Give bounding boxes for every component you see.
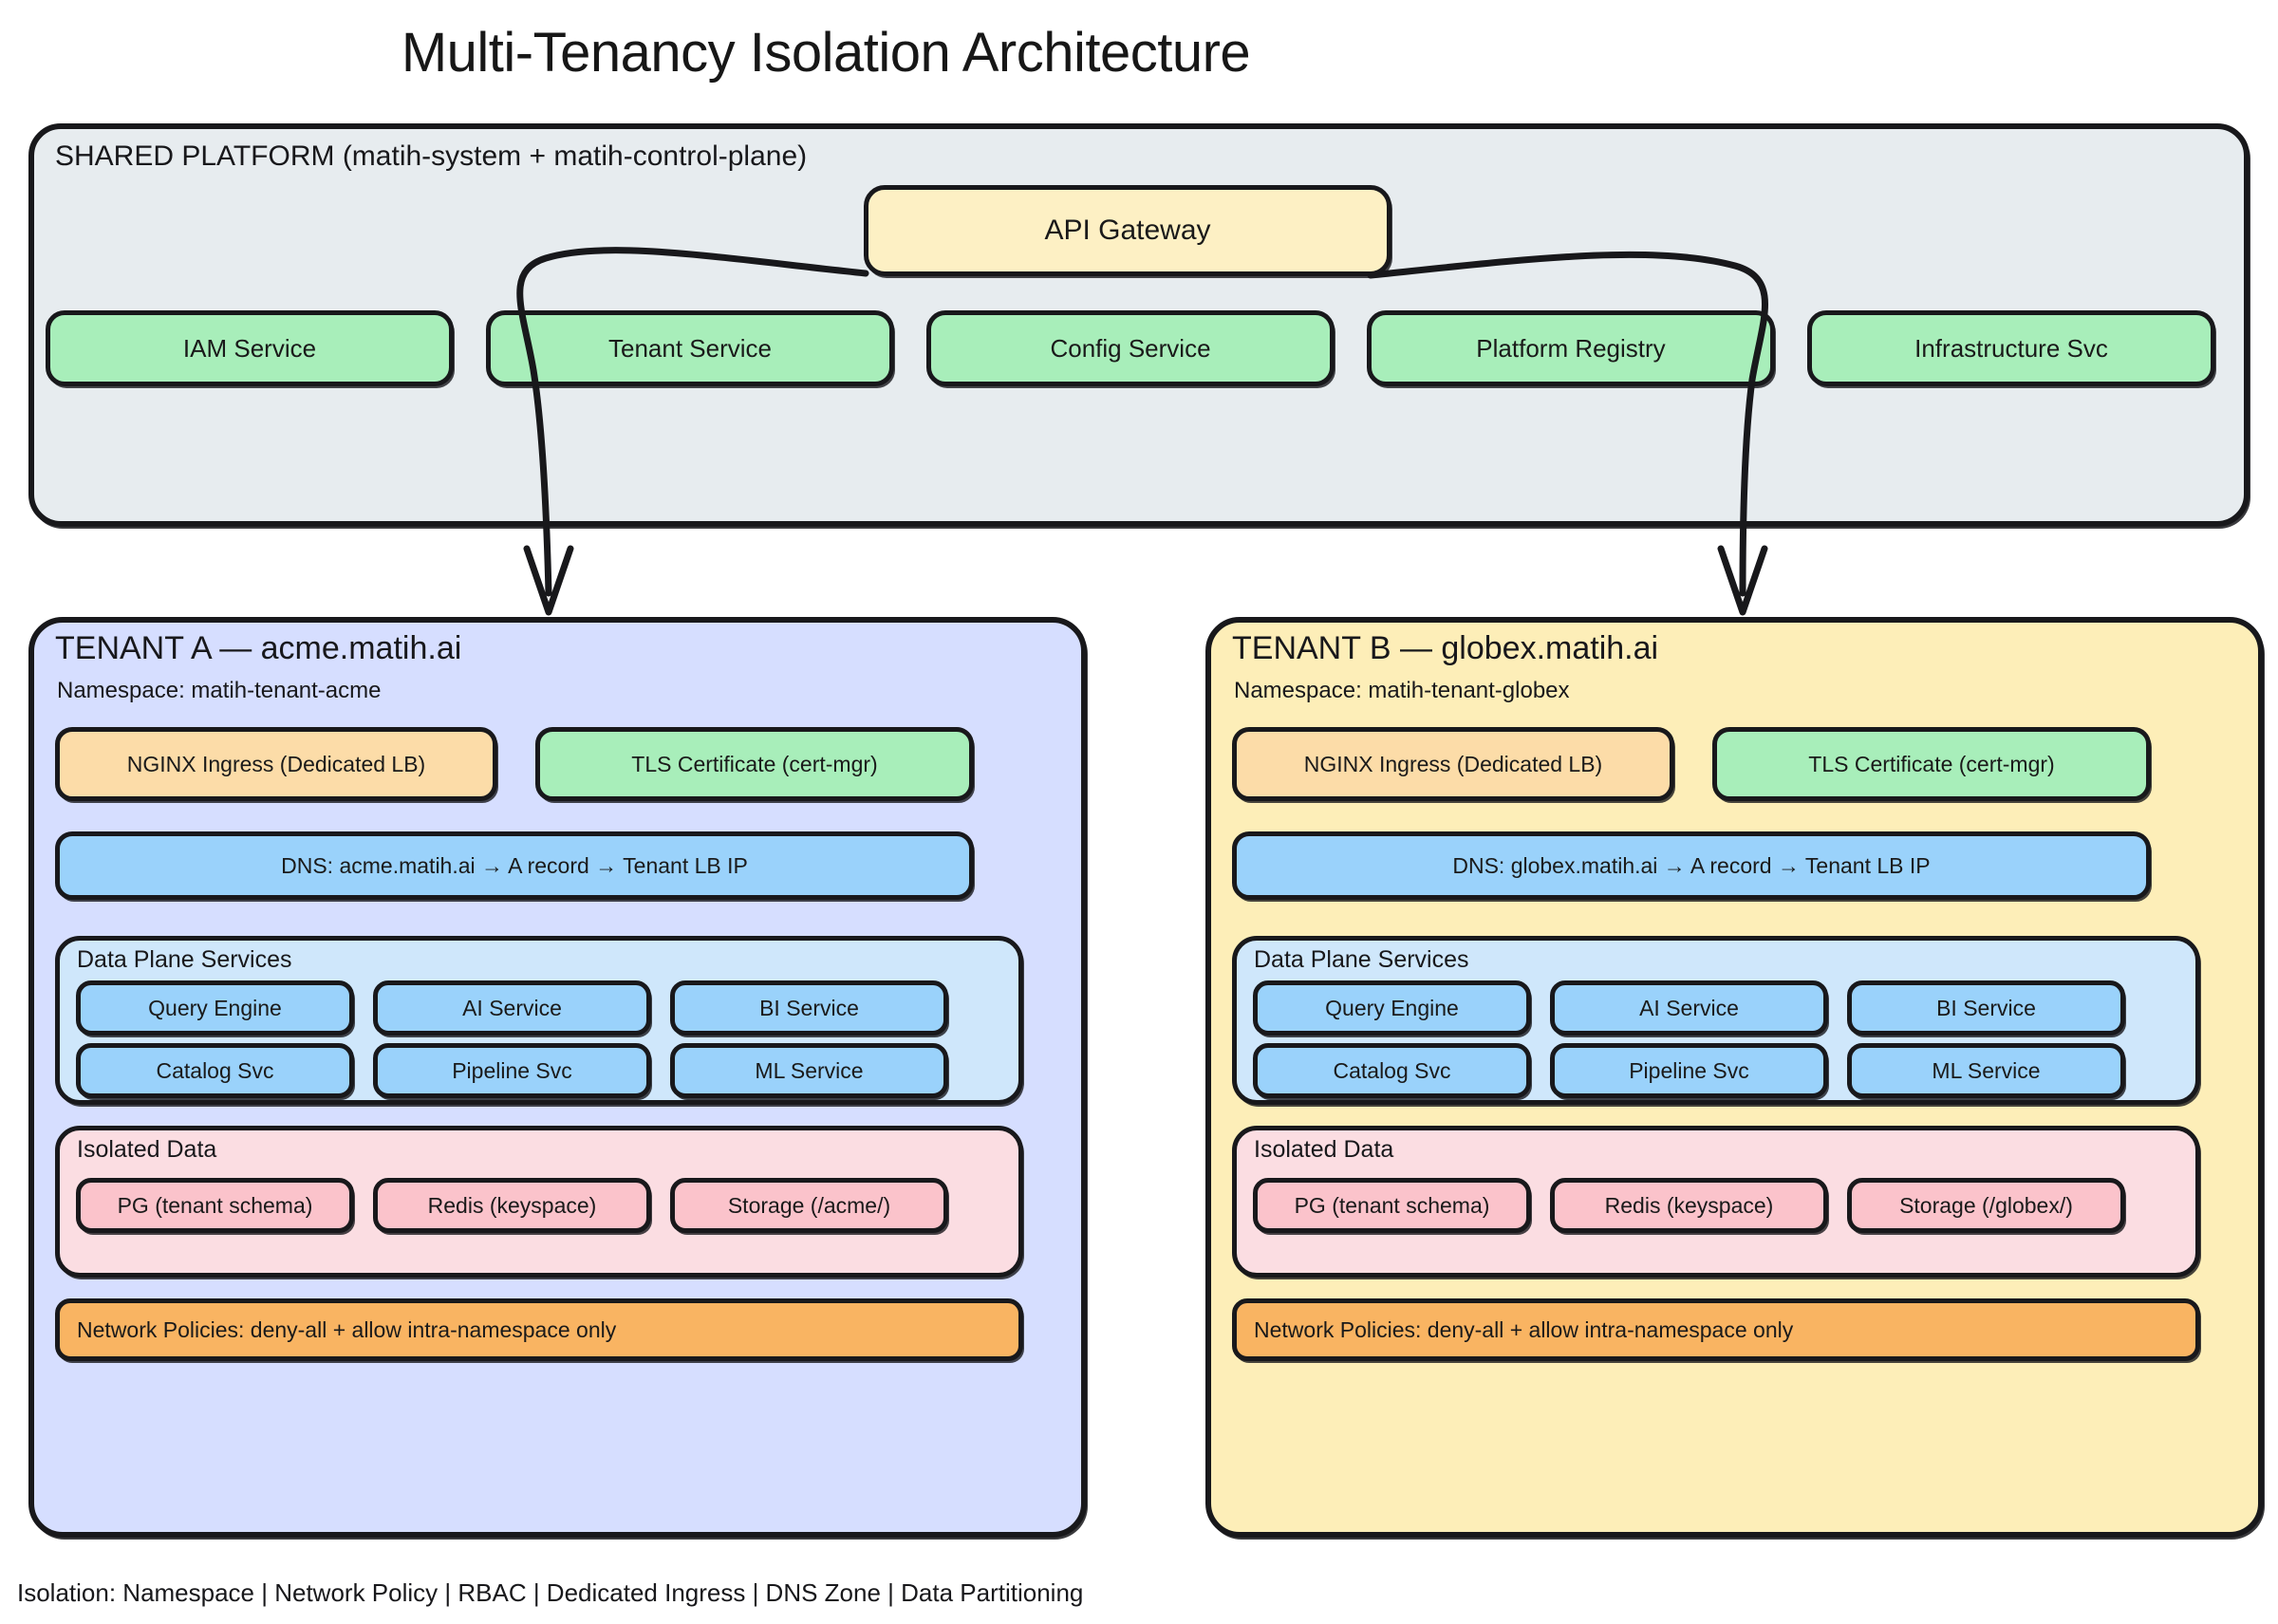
tenant-a-dp-label: ML Service [755, 1057, 864, 1083]
tenant-b-data-label: Storage (/globex/) [1899, 1192, 2073, 1218]
tenant-b-dp-label: AI Service [1639, 995, 1739, 1020]
tenant-a-data-label: Storage (/acme/) [727, 1192, 891, 1218]
tenant-a-isolated-data-group: Isolated Data PG (tenant schema) Redis (… [55, 1126, 1023, 1278]
tenant-b-title: TENANT B — globex.matih.ai [1232, 630, 1659, 666]
tenant-a-ingress-label: NGINX Ingress (Dedicated LB) [126, 751, 426, 776]
page-title: Multi-Tenancy Isolation Architecture [401, 22, 1251, 84]
tenant-a-ingress-node[interactable]: NGINX Ingress (Dedicated LB) [55, 727, 497, 801]
tenant-a-netpol-label: Network Policies: deny-all + allow intra… [77, 1316, 617, 1342]
tenant-b-tls-node[interactable]: TLS Certificate (cert-mgr) [1712, 727, 2151, 801]
platform-service-label: Config Service [1050, 333, 1211, 363]
tenant-a-dp-ai-service[interactable]: AI Service [373, 980, 651, 1036]
tenant-a-dp-ml-service[interactable]: ML Service [670, 1043, 948, 1098]
tenant-b-isolated-label: Isolated Data [1254, 1136, 1394, 1163]
tenant-a-data-redis[interactable]: Redis (keyspace) [373, 1178, 651, 1233]
tenant-a-dp-label: Pipeline Svc [452, 1057, 572, 1083]
tenant-a-dp-pipeline-svc[interactable]: Pipeline Svc [373, 1043, 651, 1098]
tenant-panel-b: TENANT B — globex.matih.ai Namespace: ma… [1205, 617, 2264, 1538]
tenant-b-network-policies[interactable]: Network Policies: deny-all + allow intra… [1232, 1298, 2200, 1361]
tenant-a-data-label: PG (tenant schema) [117, 1192, 313, 1218]
tenant-a-dp-label: AI Service [462, 995, 562, 1020]
tenant-b-dp-label: Pipeline Svc [1629, 1057, 1749, 1083]
tenant-a-dataplane-group: Data Plane Services Query Engine AI Serv… [55, 936, 1023, 1105]
tenant-b-dp-catalog-svc[interactable]: Catalog Svc [1253, 1043, 1531, 1098]
tenant-b-dp-pipeline-svc[interactable]: Pipeline Svc [1550, 1043, 1828, 1098]
platform-service-config[interactable]: Config Service [926, 310, 1335, 386]
tenant-b-data-label: PG (tenant schema) [1294, 1192, 1490, 1218]
tenant-a-dp-label: Query Engine [148, 995, 282, 1020]
tenant-a-dp-catalog-svc[interactable]: Catalog Svc [76, 1043, 354, 1098]
platform-service-label: Platform Registry [1476, 333, 1666, 363]
platform-service-label: IAM Service [182, 333, 317, 363]
tenant-a-namespace: Namespace: matih-tenant-acme [57, 678, 382, 703]
tenant-b-ingress-label: NGINX Ingress (Dedicated LB) [1303, 751, 1603, 776]
platform-service-label: Infrastructure Svc [1914, 333, 2108, 363]
platform-service-iam[interactable]: IAM Service [46, 310, 454, 386]
tenant-a-dataplane-label: Data Plane Services [77, 946, 292, 973]
tenant-a-dp-query-engine[interactable]: Query Engine [76, 980, 354, 1036]
tenant-b-data-storage[interactable]: Storage (/globex/) [1847, 1178, 2125, 1233]
tenant-a-dns-label: DNS: acme.matih.ai → A record → Tenant L… [281, 852, 748, 878]
tenant-a-isolated-label: Isolated Data [77, 1136, 217, 1163]
arrowhead-tenant-a [523, 545, 574, 616]
tenant-a-tls-node[interactable]: TLS Certificate (cert-mgr) [535, 727, 974, 801]
tenant-b-netpol-label: Network Policies: deny-all + allow intra… [1254, 1316, 1794, 1342]
tenant-b-dataplane-label: Data Plane Services [1254, 946, 1469, 973]
tenant-b-data-redis[interactable]: Redis (keyspace) [1550, 1178, 1828, 1233]
tenant-b-dp-ai-service[interactable]: AI Service [1550, 980, 1828, 1036]
platform-service-label: Tenant Service [608, 333, 772, 363]
tenant-a-dp-label: BI Service [759, 995, 859, 1020]
tenant-b-isolated-data-group: Isolated Data PG (tenant schema) Redis (… [1232, 1126, 2200, 1278]
tenant-a-data-postgres[interactable]: PG (tenant schema) [76, 1178, 354, 1233]
tenant-b-dataplane-group: Data Plane Services Query Engine AI Serv… [1232, 936, 2200, 1105]
tenant-a-dp-label: Catalog Svc [156, 1057, 274, 1083]
tenant-b-dp-bi-service[interactable]: BI Service [1847, 980, 2125, 1036]
tenant-a-tls-label: TLS Certificate (cert-mgr) [631, 751, 878, 776]
tenant-b-dns-label: DNS: globex.matih.ai → A record → Tenant… [1452, 852, 1931, 878]
tenant-b-dp-label: Catalog Svc [1333, 1057, 1451, 1083]
tenant-b-tls-label: TLS Certificate (cert-mgr) [1808, 751, 2055, 776]
platform-service-tenant[interactable]: Tenant Service [486, 310, 894, 386]
tenant-b-dp-label: Query Engine [1325, 995, 1459, 1020]
api-gateway-label: API Gateway [1044, 215, 1211, 246]
tenant-a-data-storage[interactable]: Storage (/acme/) [670, 1178, 948, 1233]
tenant-b-namespace: Namespace: matih-tenant-globex [1234, 678, 1570, 703]
tenant-b-dp-label: BI Service [1936, 995, 2036, 1020]
tenant-a-data-label: Redis (keyspace) [427, 1192, 597, 1218]
tenant-b-dp-label: ML Service [1932, 1057, 2041, 1083]
tenant-b-dp-query-engine[interactable]: Query Engine [1253, 980, 1531, 1036]
tenant-b-dns-node[interactable]: DNS: globex.matih.ai → A record → Tenant… [1232, 831, 2151, 900]
isolation-legend: Isolation: Namespace | Network Policy | … [17, 1578, 1084, 1607]
platform-service-infrastructure[interactable]: Infrastructure Svc [1807, 310, 2215, 386]
tenant-a-network-policies[interactable]: Network Policies: deny-all + allow intra… [55, 1298, 1023, 1361]
tenant-a-dns-node[interactable]: DNS: acme.matih.ai → A record → Tenant L… [55, 831, 974, 900]
tenant-a-dp-bi-service[interactable]: BI Service [670, 980, 948, 1036]
tenant-b-data-label: Redis (keyspace) [1604, 1192, 1774, 1218]
shared-platform-label: SHARED PLATFORM (matih-system + matih-co… [55, 140, 808, 172]
tenant-b-ingress-node[interactable]: NGINX Ingress (Dedicated LB) [1232, 727, 1674, 801]
tenant-panel-a: TENANT A — acme.matih.ai Namespace: mati… [28, 617, 1087, 1538]
arrowhead-tenant-b [1717, 545, 1768, 616]
tenant-b-data-postgres[interactable]: PG (tenant schema) [1253, 1178, 1531, 1233]
tenant-b-dp-ml-service[interactable]: ML Service [1847, 1043, 2125, 1098]
tenant-a-title: TENANT A — acme.matih.ai [55, 630, 462, 666]
platform-service-registry[interactable]: Platform Registry [1367, 310, 1775, 386]
api-gateway-node[interactable]: API Gateway [864, 185, 1391, 276]
